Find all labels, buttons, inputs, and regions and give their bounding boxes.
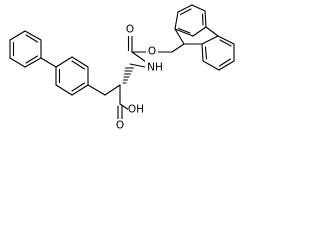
- amino-acid-backbone: [87, 84, 130, 121]
- molecule-structure: O O NH O OH: [9, 4, 235, 132]
- biphenyl-terminal-ring: [9, 30, 42, 68]
- carbonyl-oxygen-label: O: [126, 24, 134, 36]
- carbamate-linker: [127, 35, 185, 69]
- ester-oxygen-label: O: [148, 46, 156, 58]
- biphenyl-inner-ring: [55, 56, 89, 96]
- hydroxyl-label: OH: [128, 104, 144, 116]
- acid-carbonyl-oxygen-label: O: [116, 120, 124, 132]
- amine-nh-label: NH: [147, 62, 163, 74]
- fluorene-ring-system: [174, 4, 235, 71]
- hashed-wedge-bond: [122, 67, 134, 84]
- biphenyl-link-bond: [40, 57, 57, 68]
